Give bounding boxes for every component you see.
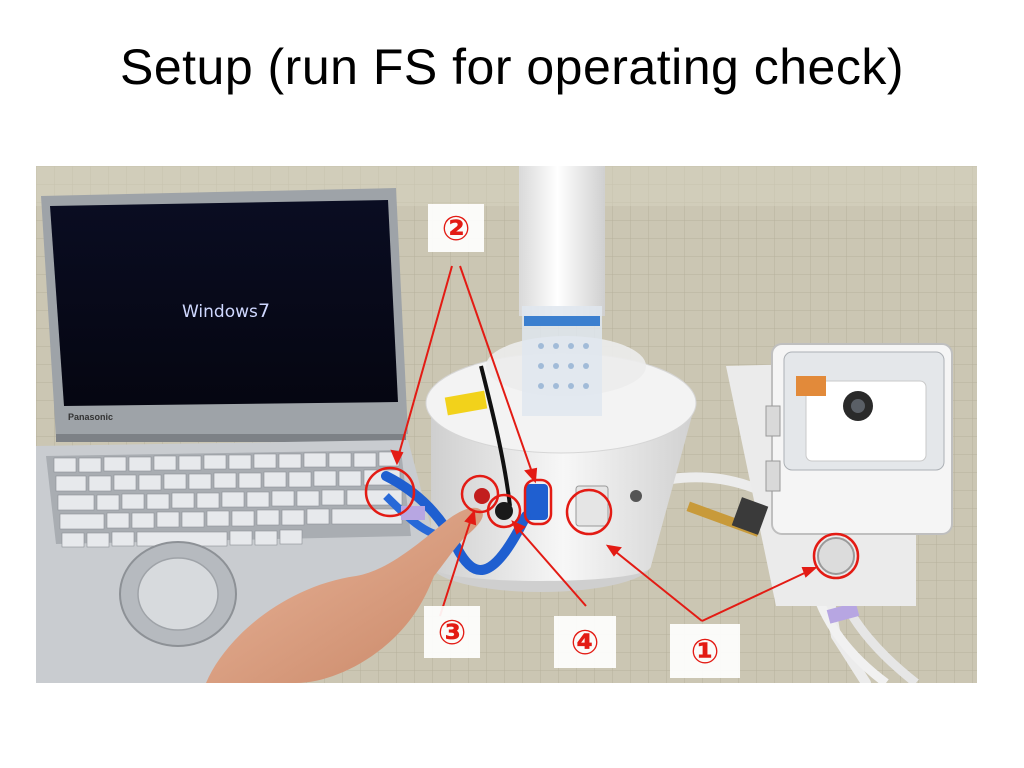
round-trackpad <box>119 541 237 647</box>
central-device <box>425 166 697 592</box>
callout-four-label: ④ <box>571 623 600 663</box>
laptop-screen-version: 7 <box>258 300 270 322</box>
callout-four: ④ <box>554 616 616 668</box>
callout-two: ② <box>428 204 484 252</box>
laptop-brand: Panasonic <box>68 412 113 422</box>
annotation-circle-red-button <box>460 474 500 514</box>
callout-one-label: ① <box>691 632 720 672</box>
annotation-arrows <box>390 265 818 622</box>
annotation-rect-blue-port <box>523 478 553 526</box>
setup-photo-illustration: Windows 7 Panasonic <box>36 166 977 683</box>
callout-three-label: ③ <box>438 613 467 653</box>
annotation-circle-black-port <box>486 493 522 529</box>
annotation-circle-blue-cable <box>364 466 416 518</box>
callout-one: ① <box>670 624 740 678</box>
annotation-circle-camera-port <box>812 532 860 580</box>
slide-title: Setup (run FS for operating check) <box>119 39 905 95</box>
pointing-hand <box>206 507 483 683</box>
bolt <box>686 497 769 537</box>
callout-two-label: ② <box>442 209 471 249</box>
annotation-circles <box>364 466 860 580</box>
annotation-circle-lan-port <box>565 488 613 536</box>
laptop-screen-text: Windows <box>182 302 258 322</box>
setup-photo: Windows 7 Panasonic <box>36 166 977 683</box>
camera-housing <box>726 343 953 606</box>
keyboard <box>46 450 411 548</box>
laptop: Windows 7 Panasonic <box>36 188 436 683</box>
callout-three: ③ <box>424 606 480 658</box>
